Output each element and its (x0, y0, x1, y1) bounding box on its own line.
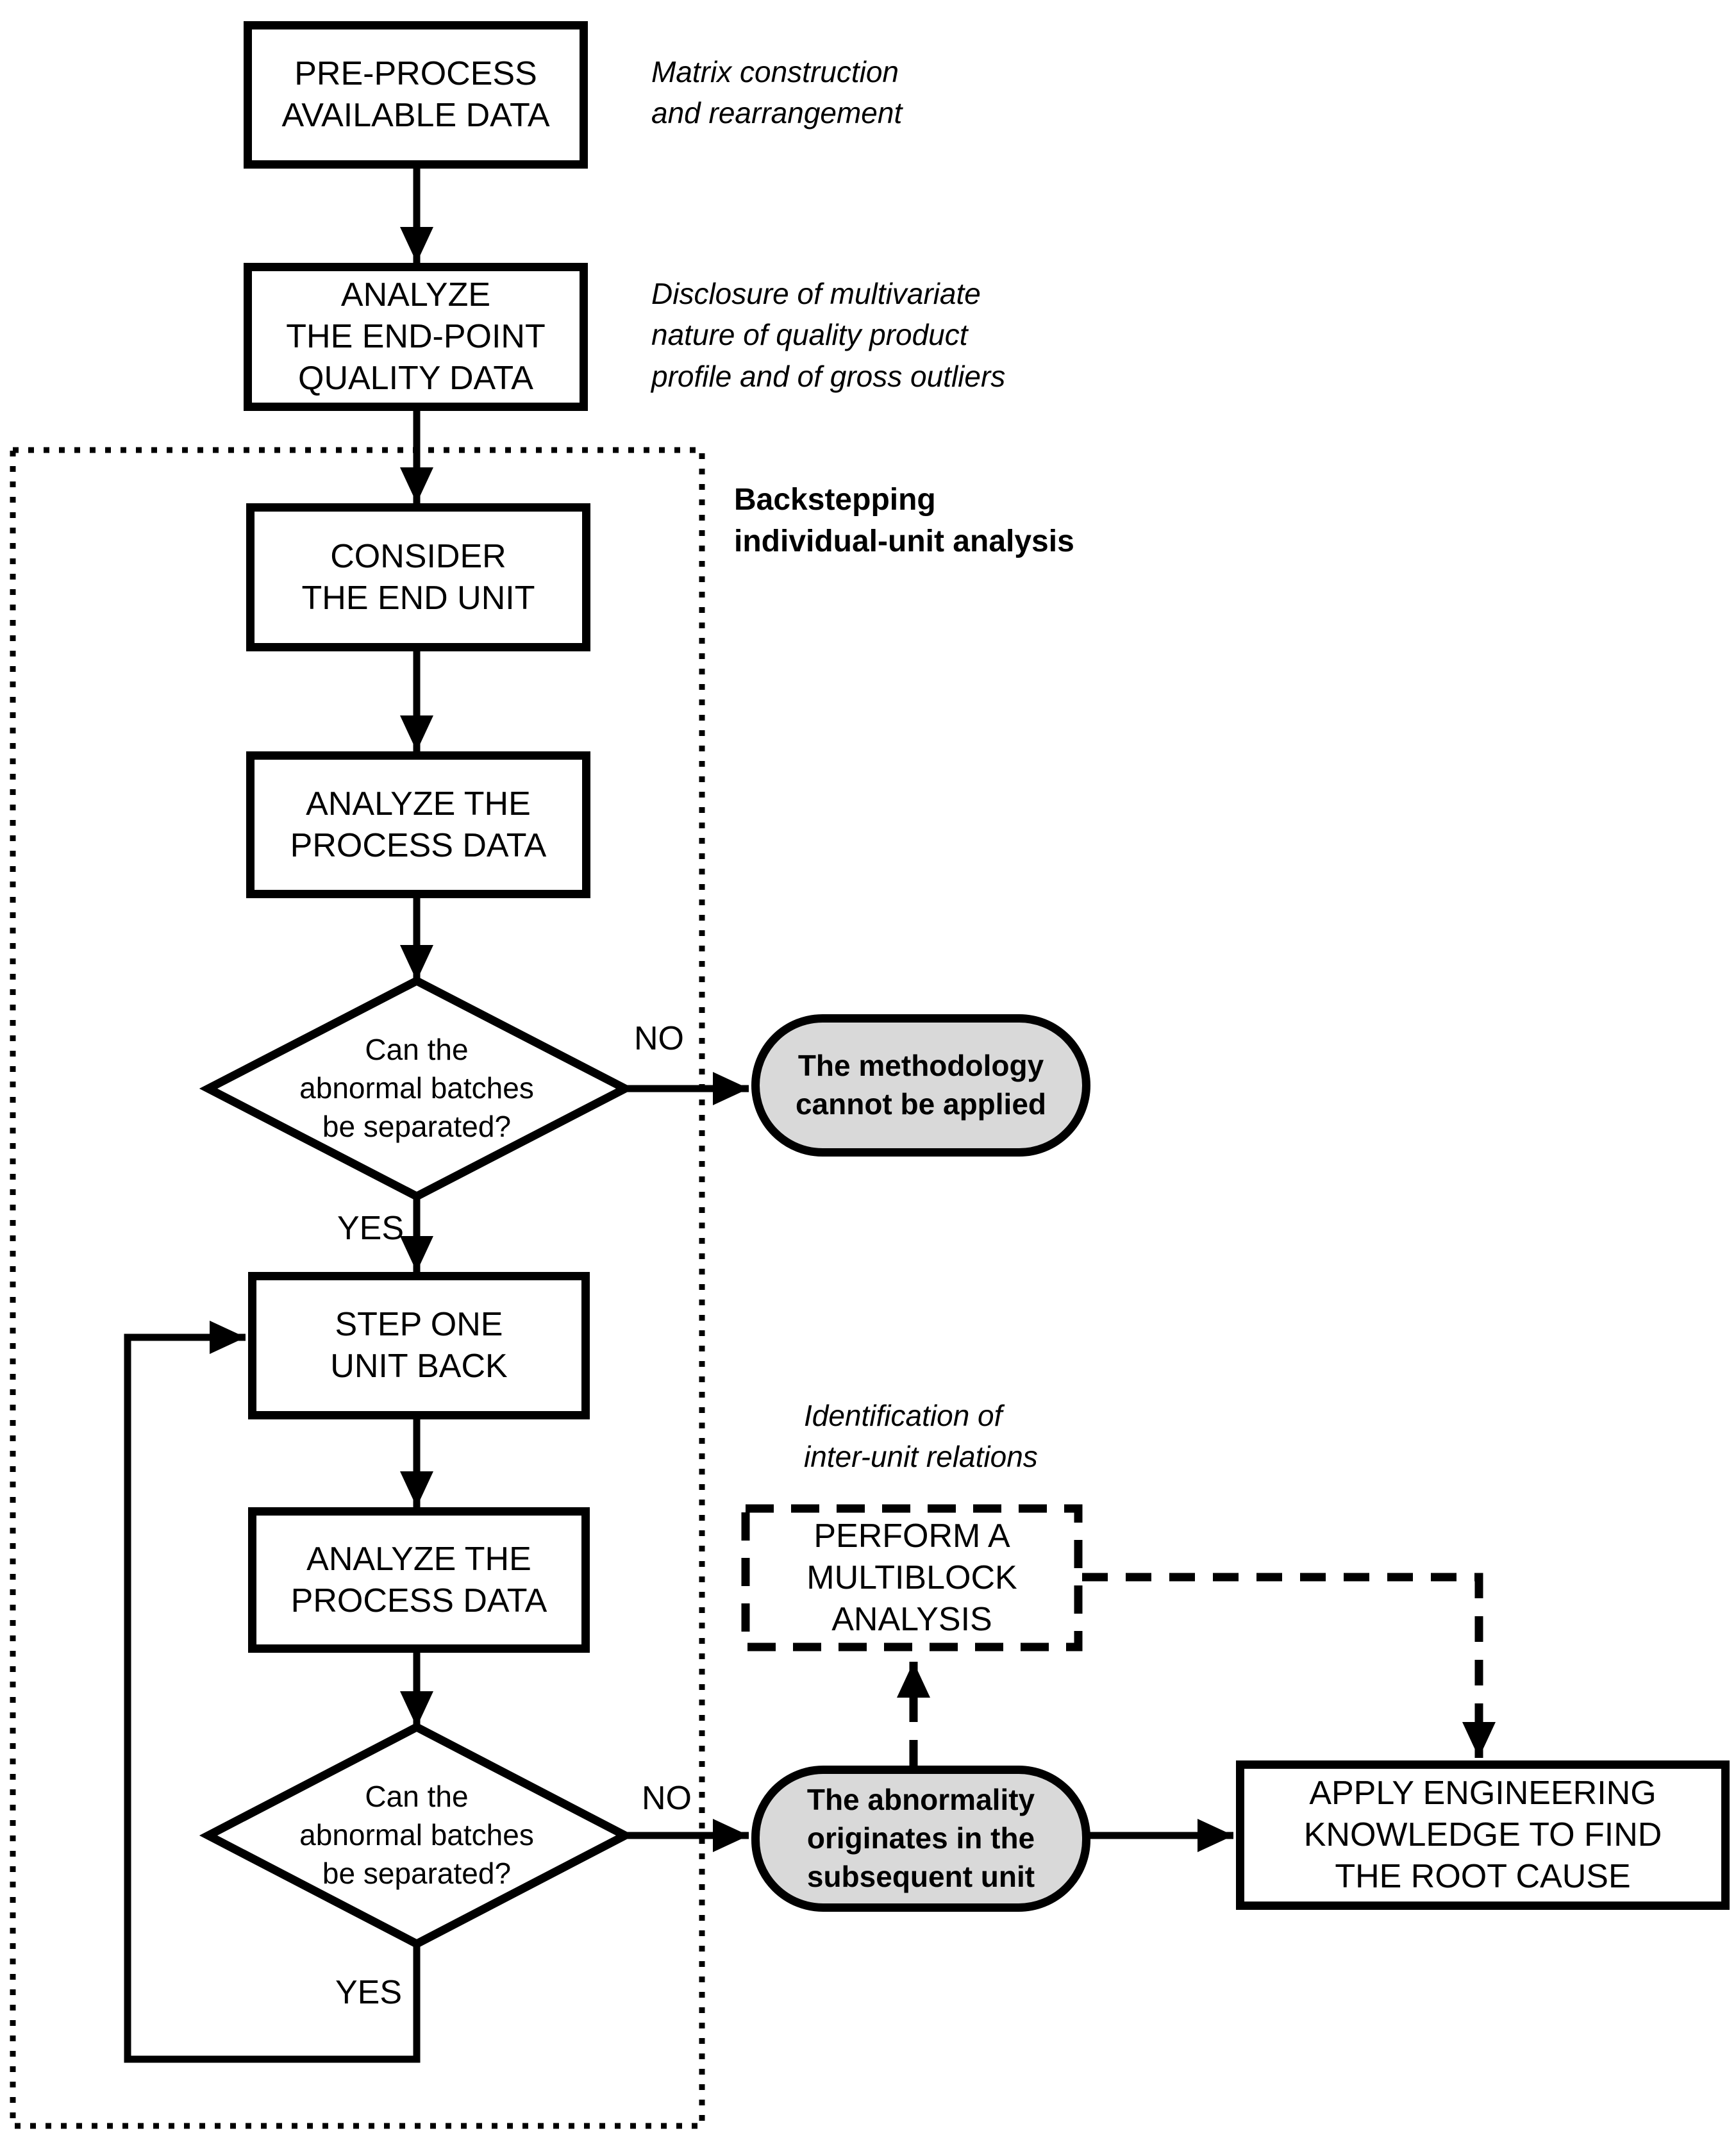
decision-1-shape (199, 976, 635, 1201)
decision-2-no-label: NO (642, 1780, 692, 1817)
analyze-process-1-box: ANALYZE THE PROCESS DATA (246, 751, 590, 898)
decision-2-label: Can the abnormal batches be separated? (299, 1780, 534, 1890)
abnormality-terminal: The abnormality originates in the subseq… (751, 1766, 1090, 1912)
multiblock-box-border (741, 1504, 1083, 1651)
backstepping-region-border (10, 447, 705, 2129)
edge-multiblock-to-apply-dashed (1082, 1573, 1496, 1758)
analyze-endpoint-box: ANALYZE THE END-POINT QUALITY DATA (244, 263, 588, 411)
decision-2-shape (199, 1722, 635, 1949)
decision-1-no-label: NO (634, 1020, 684, 1057)
decision-1-yes-label: YES (337, 1210, 405, 1247)
methodology-terminal: The methodology cannot be applied (751, 1014, 1090, 1157)
backstepping-annotation: Backstepping individual-unit analysis (734, 483, 1074, 558)
consider-end-unit-box: CONSIDER THE END UNIT (246, 503, 590, 651)
apply-engineering-box: APPLY ENGINEERING KNOWLEDGE TO FIND THE … (1236, 1760, 1730, 1910)
perform-multiblock-box: PERFORM A MULTIBLOCK ANALYSIS (806, 1517, 1017, 1638)
preprocess-box: PRE-PROCESS AVAILABLE DATA (244, 21, 588, 169)
identification-annotation: Identification of inter-unit relations (804, 1399, 1038, 1474)
matrix-annotation: Matrix construction and rearrangement (651, 55, 903, 130)
step-one-unit-back-box: STEP ONE UNIT BACK (248, 1272, 590, 1419)
disclosure-annotation: Disclosure of multivariate nature of qua… (651, 277, 1006, 393)
decision-1-label: Can the abnormal batches be separated? (299, 1033, 534, 1143)
analyze-process-2-box: ANALYZE THE PROCESS DATA (248, 1507, 590, 1653)
decision-2-yes-label: YES (335, 1974, 403, 2011)
edge-decision2-yes-loop (124, 1321, 421, 2063)
